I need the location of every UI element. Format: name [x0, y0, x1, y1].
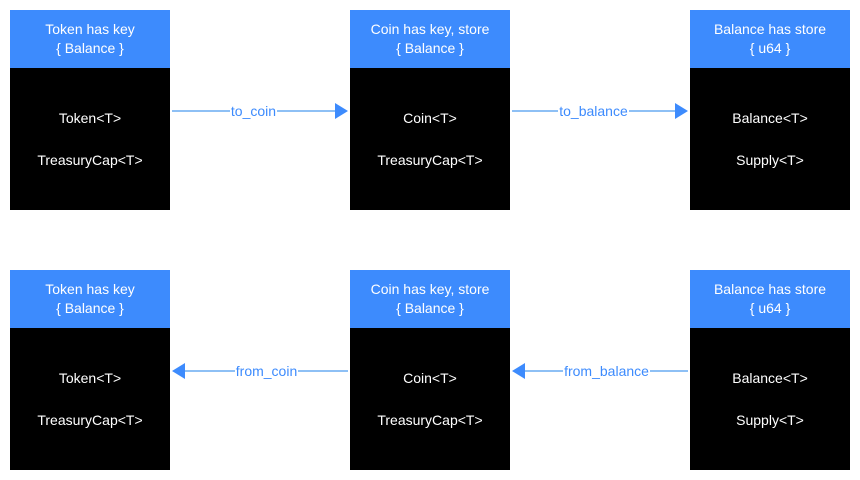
- node-coin-bottom-body-line1: Coin<T>: [403, 370, 457, 386]
- arrow-left-icon: [172, 363, 185, 379]
- node-coin-top-header: Coin has key, store { Balance }: [350, 10, 510, 68]
- node-balance-top-body-line1: Balance<T>: [732, 110, 808, 126]
- node-token-bottom[interactable]: Token has key { Balance } Token<T> Treas…: [10, 270, 170, 470]
- node-coin-bottom[interactable]: Coin has key, store { Balance } Coin<T> …: [350, 270, 510, 470]
- node-token-top-body-line2: TreasuryCap<T>: [37, 152, 143, 168]
- node-balance-bottom[interactable]: Balance has store { u64 } Balance<T> Sup…: [690, 270, 850, 470]
- edge-to-coin-label: to_coin: [230, 103, 277, 119]
- node-coin-top-body: Coin<T> TreasuryCap<T>: [350, 68, 510, 210]
- node-coin-top-header-line2: { Balance }: [396, 40, 464, 56]
- node-balance-bottom-body-line2: Supply<T>: [736, 412, 804, 428]
- node-token-bottom-header-line1: Token has key: [45, 281, 135, 297]
- edge-from-coin: from_coin: [172, 358, 348, 384]
- node-balance-top-body-line2: Supply<T>: [736, 152, 804, 168]
- node-token-top-header-line2: { Balance }: [56, 40, 124, 56]
- node-balance-top-body: Balance<T> Supply<T>: [690, 68, 850, 210]
- node-token-bottom-body-line2: TreasuryCap<T>: [37, 412, 143, 428]
- node-coin-top-body-line1: Coin<T>: [403, 110, 457, 126]
- edge-from-balance-label: from_balance: [564, 363, 649, 379]
- node-coin-top-body-line2: TreasuryCap<T>: [377, 152, 483, 168]
- arrow-right-icon: [675, 103, 689, 119]
- node-token-bottom-body: Token<T> TreasuryCap<T>: [10, 328, 170, 470]
- node-balance-bottom-header-line1: Balance has store: [713, 281, 827, 297]
- node-token-top-header: Token has key { Balance }: [10, 10, 170, 68]
- edge-to-balance-line-right: [628, 110, 676, 112]
- node-coin-bottom-header-line2: { Balance }: [396, 300, 464, 316]
- node-balance-bottom-header-line2: { u64 }: [749, 300, 791, 316]
- node-balance-bottom-body-line1: Balance<T>: [732, 370, 808, 386]
- node-token-top-header-line1: Token has key: [45, 21, 135, 37]
- edge-to-balance-label: to_balance: [559, 103, 628, 119]
- edge-to-coin: to_coin: [172, 98, 348, 124]
- edge-to-coin-line-left: [172, 110, 230, 112]
- node-coin-top[interactable]: Coin has key, store { Balance } Coin<T> …: [350, 10, 510, 210]
- node-token-top-body-line1: Token<T>: [58, 110, 122, 126]
- arrow-right-icon: [335, 103, 348, 119]
- edge-to-coin-line-right: [277, 110, 335, 112]
- node-coin-top-header-line1: Coin has key, store: [370, 21, 490, 37]
- arrow-left-icon: [512, 363, 525, 379]
- edge-to-balance-line-left: [512, 110, 559, 112]
- node-token-top[interactable]: Token has key { Balance } Token<T> Treas…: [10, 10, 170, 210]
- edge-from-coin-label: from_coin: [235, 363, 298, 379]
- node-token-top-body: Token<T> TreasuryCap<T>: [10, 68, 170, 210]
- edge-from-balance: from_balance: [512, 358, 689, 384]
- node-balance-bottom-header: Balance has store { u64 }: [690, 270, 850, 328]
- node-balance-top[interactable]: Balance has store { u64 } Balance<T> Sup…: [690, 10, 850, 210]
- edge-from-coin-line-left: [185, 370, 235, 372]
- node-coin-bottom-body-line2: TreasuryCap<T>: [377, 412, 483, 428]
- node-coin-bottom-body: Coin<T> TreasuryCap<T>: [350, 328, 510, 470]
- edge-from-coin-line-right: [298, 370, 348, 372]
- edge-from-balance-line-left: [525, 370, 564, 372]
- node-token-bottom-header: Token has key { Balance }: [10, 270, 170, 328]
- node-balance-top-header-line2: { u64 }: [749, 40, 791, 56]
- edge-from-balance-line-right: [649, 370, 689, 372]
- node-balance-top-header-line1: Balance has store: [713, 21, 827, 37]
- node-token-bottom-header-line2: { Balance }: [56, 300, 124, 316]
- node-coin-bottom-header: Coin has key, store { Balance }: [350, 270, 510, 328]
- node-balance-top-header: Balance has store { u64 }: [690, 10, 850, 68]
- node-token-bottom-body-line1: Token<T>: [58, 370, 122, 386]
- node-coin-bottom-header-line1: Coin has key, store: [370, 281, 490, 297]
- node-balance-bottom-body: Balance<T> Supply<T>: [690, 328, 850, 470]
- edge-to-balance: to_balance: [512, 98, 689, 124]
